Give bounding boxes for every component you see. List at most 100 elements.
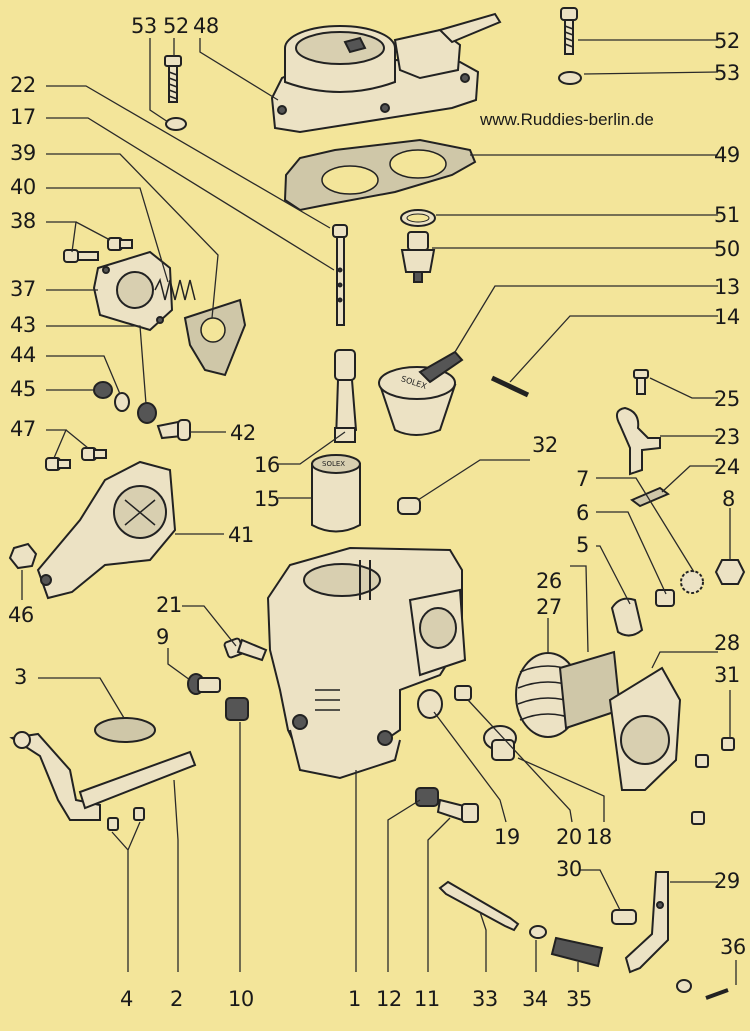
label-53b: 53 (714, 61, 740, 85)
label-29: 29 (714, 869, 740, 893)
label-20: 20 (556, 825, 582, 849)
leader-lines (21, 38, 737, 985)
label-45: 45 (10, 377, 36, 401)
jet-9 (187, 673, 221, 695)
pump-nozzle-23 (615, 406, 661, 476)
pin-30 (611, 909, 637, 925)
screws-4 (107, 807, 145, 831)
plug-32 (397, 497, 421, 515)
bolt-52-left (164, 55, 182, 103)
label-3: 3 (14, 665, 27, 689)
label-47: 47 (10, 417, 36, 441)
screw-25 (633, 369, 649, 395)
washer-36-side (676, 979, 692, 993)
aux-venturi-16 (334, 349, 358, 443)
label-26: 26 (536, 569, 562, 593)
label-14: 14 (714, 305, 740, 329)
seal-ring-19 (417, 689, 443, 719)
label-22: 22 (10, 73, 36, 97)
label-43: 43 (10, 313, 36, 337)
spring-35 (550, 936, 604, 968)
label-10: 10 (228, 987, 254, 1011)
screw-11 (436, 798, 479, 823)
label-24: 24 (714, 455, 740, 479)
label-36: 36 (720, 935, 746, 959)
screws-31 (691, 737, 735, 825)
label-42: 42 (230, 421, 256, 445)
washer-44 (114, 392, 130, 412)
label-52a: 52 (163, 14, 189, 38)
label-51: 51 (714, 203, 740, 227)
nut-8 (714, 559, 746, 585)
label-44: 44 (10, 343, 36, 367)
spring-40 (154, 277, 196, 301)
label-6: 6 (576, 501, 589, 525)
label-25: 25 (714, 387, 740, 411)
watermark-text: www.Ruddies-berlin.de (479, 110, 654, 129)
label-4: 4 (120, 987, 133, 1011)
cover-gasket-49 (283, 138, 477, 212)
emulsion-tube-17 (332, 224, 348, 326)
label-12: 12 (376, 987, 402, 1011)
washer-34 (529, 925, 547, 939)
label-50: 50 (714, 237, 740, 261)
float-pin-14 (490, 375, 530, 398)
plug-45 (93, 381, 113, 399)
label-28: 28 (714, 631, 740, 655)
label-7: 7 (576, 467, 589, 491)
choke-housing-37 (92, 250, 174, 332)
label-40: 40 (10, 175, 36, 199)
carburetor-top-cover (270, 12, 502, 134)
label-39: 39 (10, 141, 36, 165)
label-8: 8 (722, 487, 735, 511)
washer-53-left (165, 117, 187, 131)
label-23: 23 (714, 425, 740, 449)
label-11: 11 (414, 987, 440, 1011)
washer-20 (454, 685, 472, 701)
pump-housing-41 (36, 460, 177, 600)
screws-47 (45, 447, 107, 471)
label-21: 21 (156, 593, 182, 617)
label-46: 46 (8, 603, 34, 627)
needle-valve-50 (400, 231, 436, 283)
venturi-15: SOLEX (311, 454, 361, 533)
label-33: 33 (472, 987, 498, 1011)
label-35: 35 (566, 987, 592, 1011)
pump-lever-5 (610, 597, 644, 637)
nut-46 (8, 542, 38, 570)
ring-43 (137, 402, 157, 424)
label-37: 37 (10, 277, 36, 301)
pump-cover-28 (608, 666, 682, 791)
washer-6 (655, 589, 675, 607)
label-48: 48 (193, 14, 219, 38)
lever-29 (624, 871, 669, 974)
label-32: 32 (532, 433, 558, 457)
label-38: 38 (10, 209, 36, 233)
label-18: 18 (586, 825, 612, 849)
bolt-52-right (560, 7, 578, 55)
label-9: 9 (156, 625, 169, 649)
label-31: 31 (714, 663, 740, 687)
label-34: 34 (522, 987, 548, 1011)
float-13: SOLEX (378, 350, 464, 436)
lever-33 (438, 880, 520, 932)
label-30: 30 (556, 857, 582, 881)
pin-36 (705, 988, 729, 1000)
lock-washer-7 (680, 570, 704, 594)
spring-10 (225, 697, 249, 721)
label-27: 27 (536, 595, 562, 619)
washer-53-right (558, 71, 582, 85)
label-5: 5 (576, 533, 589, 557)
label-2: 2 (170, 987, 183, 1011)
gasket-39 (183, 298, 247, 377)
callout-labels: 53 52 48 52 53 49 22 17 39 40 38 37 43 4… (8, 14, 746, 1011)
label-49: 49 (714, 143, 740, 167)
throttle-shaft-2 (9, 731, 197, 821)
plug-18 (483, 725, 517, 761)
carburetor-main-body (266, 546, 467, 780)
label-15: 15 (254, 487, 280, 511)
label-1: 1 (348, 987, 361, 1011)
label-17: 17 (10, 105, 36, 129)
